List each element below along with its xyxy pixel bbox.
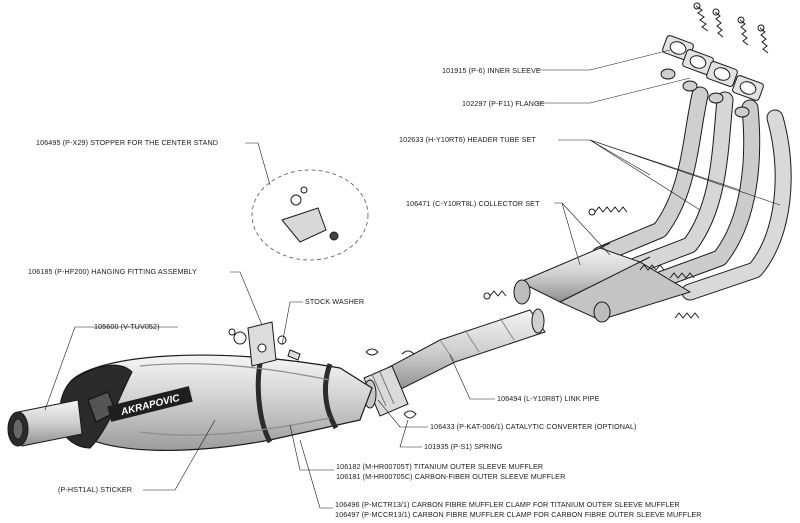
spring-group-top: [693, 2, 769, 54]
spring-group-collector: [483, 206, 700, 319]
label-inner-sleeve: 101915 (P-6) INNER SLEEVE: [442, 66, 541, 75]
label-stock-washer: STOCK WASHER: [305, 297, 365, 306]
label-flange: 102297 (P-F11) FLANGE: [462, 99, 545, 108]
label-catalytic-converter: 106433 (P-KAT-006/1) CATALYTIC CONVERTER…: [430, 422, 637, 431]
label-hanging-fitting: 106185 (P-HF200) HANGING FITTING ASSEMBL…: [28, 267, 197, 276]
flange-group: [660, 35, 764, 118]
label-collector-set: 106471 (C-Y10RT8L) COLLECTOR SET: [406, 199, 540, 208]
label-spring: 101935 (P-S1) SPRING: [424, 442, 503, 451]
label-muffler-titanium: 106182 (M-HR00705T) TITANIUM OUTER SLEEV…: [336, 462, 544, 471]
label-header-tube-set: 102633 (H-Y10RT6) HEADER TUBE SET: [399, 135, 536, 144]
hanging-fitting-assembly: [228, 321, 301, 367]
label-clamp-titanium: 106496 (P-MCTR13/1) CARBON FIBRE MUFFLER…: [335, 500, 680, 509]
label-clamp-carbon: 106497 (P-MCCR13/1) CARBON FIBRE MUFFLER…: [335, 510, 702, 519]
collector-set: [513, 242, 692, 323]
link-pipe: [379, 308, 546, 393]
label-end-cap: 105600 (V-TUV052): [94, 322, 160, 331]
label-sticker: (P-HST1AL) STICKER: [58, 485, 133, 494]
label-stopper: 106495 (P-X29) STOPPER FOR THE CENTER ST…: [36, 138, 219, 147]
leader-lines: [44, 49, 781, 509]
muffler: [58, 354, 373, 451]
label-link-pipe: 106494 (L-Y10R8T) LINK PIPE: [497, 394, 600, 403]
stopper-group: [251, 169, 369, 261]
end-cap-tip: [7, 399, 83, 447]
label-muffler-carbon: 106181 (M-HR00705C) CARBON-FIBER OUTER S…: [336, 472, 566, 481]
spring-small: [365, 348, 417, 419]
